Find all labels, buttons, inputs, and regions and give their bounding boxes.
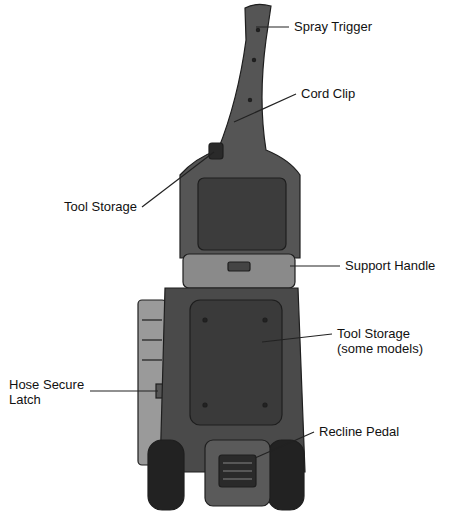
pedal-rib — [223, 462, 252, 463]
upper-tray — [198, 178, 286, 250]
handle-slot — [228, 262, 250, 271]
leader-line — [256, 26, 289, 27]
part-label: Spray Trigger — [293, 19, 373, 34]
part-label: Hose Secure Latch — [8, 377, 90, 407]
leader-line — [234, 94, 296, 122]
part-label: Tool Storage — [63, 199, 138, 214]
handle — [180, 4, 300, 258]
pedal-rib — [223, 478, 252, 479]
support-handle — [183, 254, 295, 288]
tank-rib — [142, 359, 162, 360]
part-label: Recline Pedal — [318, 424, 400, 439]
panel-dot — [263, 403, 267, 407]
tool-storage-knob — [209, 143, 223, 159]
tool-storage-panel — [190, 300, 282, 425]
part-label: Tool Storage (some models) — [336, 326, 433, 356]
leader-line — [90, 390, 158, 391]
part-label: Support Handle — [344, 258, 436, 273]
tank-rib — [142, 319, 162, 320]
leader-line — [262, 334, 332, 342]
tank-rib — [142, 339, 162, 340]
part-label: Cord Clip — [300, 86, 356, 101]
pedal-rib — [223, 470, 252, 471]
handle-dot — [256, 28, 259, 31]
pedal-housing — [205, 440, 270, 506]
wheel — [148, 440, 184, 510]
leader-line — [142, 152, 214, 207]
handle-dot — [252, 58, 255, 61]
leader-line — [290, 265, 340, 266]
panel-dot — [203, 403, 207, 407]
panel-dot — [203, 318, 207, 322]
recline-pedal — [219, 455, 256, 487]
handle-dot — [248, 98, 251, 101]
panel-dot — [263, 318, 267, 322]
leader-line — [255, 432, 314, 458]
